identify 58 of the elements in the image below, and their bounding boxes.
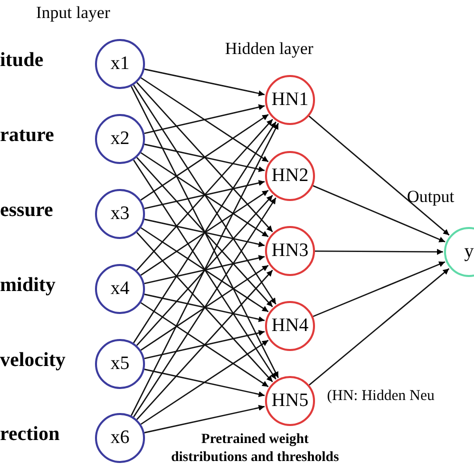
neuron-label: HN5 — [272, 388, 308, 413]
arrow — [140, 340, 269, 425]
arrow — [312, 185, 446, 242]
arrow — [136, 232, 273, 382]
text-label: Input layer — [36, 2, 112, 24]
text-label: rature — [0, 123, 56, 148]
arrow — [136, 157, 273, 308]
text-label: itude — [0, 48, 44, 73]
arrow — [140, 264, 269, 351]
arrow — [144, 144, 265, 172]
neuron-label: x1 — [110, 52, 130, 76]
arrow — [136, 82, 273, 232]
neuron-label: x3 — [110, 202, 130, 226]
neuron-label: y — [464, 240, 474, 264]
neuron-label: HN2 — [272, 164, 308, 188]
neuron-label: x6 — [110, 426, 130, 450]
text-label: velocity — [0, 348, 67, 373]
arrow — [144, 368, 265, 398]
neuron-label: HN4 — [272, 314, 308, 338]
arrow — [132, 122, 276, 344]
neuron-label: x2 — [110, 126, 130, 151]
arrow — [140, 77, 269, 162]
arrow — [140, 190, 269, 276]
arrow — [144, 404, 265, 434]
text-label: essure — [0, 198, 54, 223]
arrow — [144, 180, 265, 210]
neuron-label: x5 — [110, 352, 130, 376]
arrow — [136, 270, 273, 420]
arrow — [136, 194, 274, 346]
arrow — [140, 152, 269, 238]
arrow — [130, 122, 279, 416]
neuron-label: HN1 — [272, 88, 308, 112]
arrow — [144, 218, 265, 248]
arrow — [133, 197, 276, 418]
text-label: midity — [0, 273, 57, 298]
text-label: Pretrained weight distributions and thresholds — [170, 431, 340, 466]
arrow — [136, 118, 274, 271]
arrow — [144, 255, 265, 284]
text-label: (HN: Hidden Neu — [327, 387, 436, 406]
neuron-label: HN3 — [272, 238, 308, 263]
arrow — [315, 248, 443, 255]
arrow — [144, 104, 265, 134]
arrow — [308, 116, 450, 236]
arrow — [144, 68, 265, 96]
arrow — [144, 330, 265, 360]
arrow — [133, 160, 276, 380]
neuron-label: x4 — [110, 276, 130, 301]
arrow — [308, 268, 450, 386]
text-label: Output — [407, 186, 456, 208]
arrow — [130, 86, 279, 378]
text-label: Hidden layer — [225, 38, 314, 60]
arrow — [312, 261, 446, 318]
text-label: rection — [0, 422, 61, 447]
arrow — [140, 227, 269, 312]
arrow — [140, 302, 269, 388]
arrow — [140, 114, 269, 201]
arrow — [144, 294, 265, 322]
arrow — [133, 84, 276, 305]
